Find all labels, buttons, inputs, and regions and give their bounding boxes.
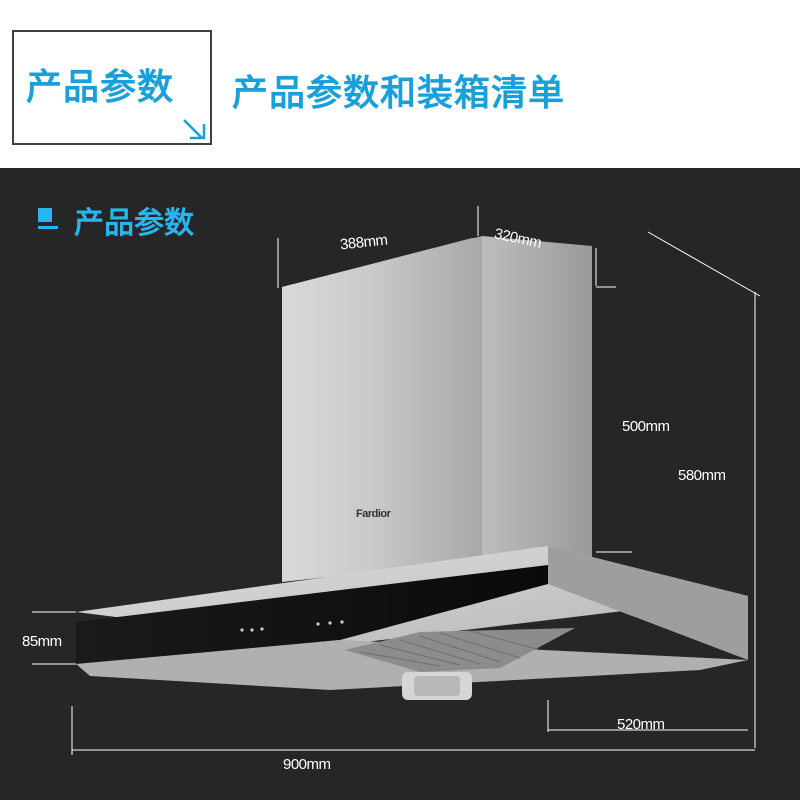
dim-total-height: 580mm [678,467,726,484]
section-marker-icon [38,208,58,229]
dim-canopy-depth: 520mm [617,716,665,733]
canopy-side [548,546,748,660]
section-title: 产品参数 [74,206,194,241]
canopy-glass-panel [76,565,548,664]
tag-box [12,30,212,145]
tag-label: 产品参数 [26,67,175,108]
dim-chimney-height: 500mm [622,418,670,435]
product-brand: Fardior [356,508,391,520]
dim-canopy-width: 900mm [283,756,331,773]
filter-grille [345,628,575,672]
chimney-side [482,236,592,560]
header-title: 产品参数和装箱清单 [232,73,566,114]
chimney-front [282,236,482,582]
dim-canopy-thickness: 85mm [22,633,62,650]
range-hood-illustration [32,206,761,755]
header-banner: 产品参数 产品参数和装箱清单 [0,0,800,168]
corner-arrow-icon [183,119,206,140]
